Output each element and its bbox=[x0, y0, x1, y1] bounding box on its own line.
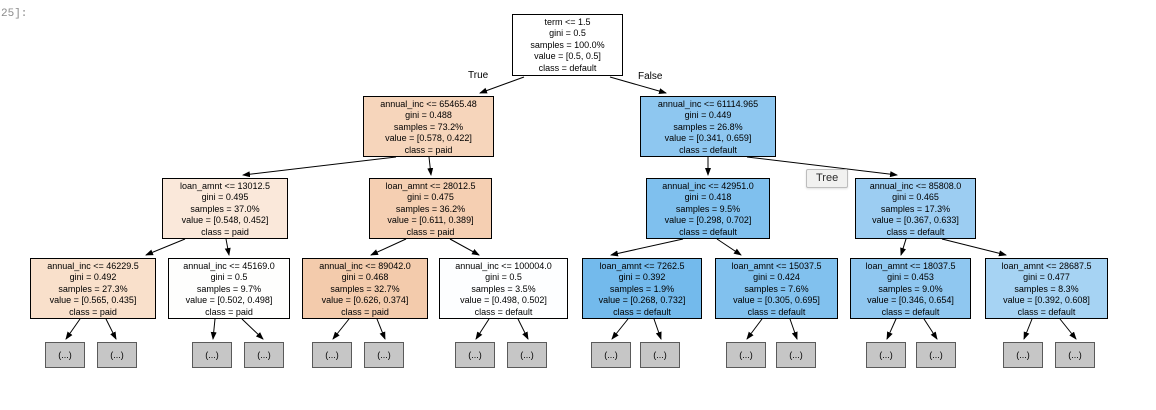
tree-leaf-pruned: (...) bbox=[1055, 342, 1095, 368]
edge-rrl-leaf1 bbox=[886, 318, 897, 340]
edge-rlr-leaf2 bbox=[789, 318, 798, 340]
edge-rl-rlr bbox=[716, 238, 742, 256]
edge-rrr-leaf1 bbox=[1023, 318, 1033, 340]
edge-l-ll bbox=[242, 156, 397, 178]
tree-leaf-pruned: (...) bbox=[591, 342, 631, 368]
tree-leaf-pruned: (...) bbox=[192, 342, 232, 368]
edge-rl-rll bbox=[610, 238, 684, 257]
tree-leaf-pruned: (...) bbox=[507, 342, 547, 368]
hover-tooltip: Tree bbox=[806, 169, 849, 188]
edge-ll-llr bbox=[224, 238, 231, 256]
tree-leaf-pruned: (...) bbox=[45, 342, 85, 368]
edge-label-false: False bbox=[638, 71, 663, 82]
tree-leaf-pruned: (...) bbox=[916, 342, 956, 368]
tree-leaf-pruned: (...) bbox=[640, 342, 680, 368]
edge-lrr-leaf1 bbox=[475, 318, 490, 340]
edge-rll-leaf2 bbox=[653, 318, 662, 340]
edge-rrr-leaf2 bbox=[1059, 318, 1077, 340]
edge-label-true: True bbox=[468, 70, 489, 81]
tree-leaf-pruned: (...) bbox=[455, 342, 495, 368]
edge-rr-rrr bbox=[941, 238, 1007, 257]
edge-llr-leaf1 bbox=[210, 318, 217, 340]
edge-ll-lll bbox=[145, 238, 186, 256]
tree-leaf-pruned: (...) bbox=[1003, 342, 1043, 368]
edge-lll-leaf1 bbox=[65, 318, 81, 340]
tree-leaf-pruned: (...) bbox=[364, 342, 404, 368]
edge-lrl-leaf1 bbox=[332, 318, 350, 340]
edge-llr-leaf2 bbox=[241, 318, 264, 340]
edge-l-lr bbox=[427, 156, 434, 176]
tree-leaf-pruned: (...) bbox=[97, 342, 137, 368]
tree-leaf-pruned: (...) bbox=[776, 342, 816, 368]
tree-leaf-pruned: (...) bbox=[866, 342, 906, 368]
edge-rr-rrl bbox=[900, 238, 907, 256]
tree-leaf-pruned: (...) bbox=[726, 342, 766, 368]
edge-lr-lrl bbox=[370, 238, 407, 256]
edge-lrl-leaf2 bbox=[376, 318, 386, 340]
notebook-output-prompt: 25]: bbox=[1, 8, 28, 20]
edge-rll-leaf1 bbox=[611, 318, 629, 340]
tree-leaf-pruned: (...) bbox=[244, 342, 284, 368]
edge-rlr-leaf1 bbox=[746, 318, 763, 340]
tree-leaf-pruned: (...) bbox=[312, 342, 352, 368]
edge-rrl-leaf2 bbox=[923, 318, 938, 340]
edge-lll-leaf2 bbox=[105, 318, 117, 340]
edge-lr-lrr bbox=[449, 238, 480, 256]
edge-lrr-leaf2 bbox=[517, 318, 529, 340]
